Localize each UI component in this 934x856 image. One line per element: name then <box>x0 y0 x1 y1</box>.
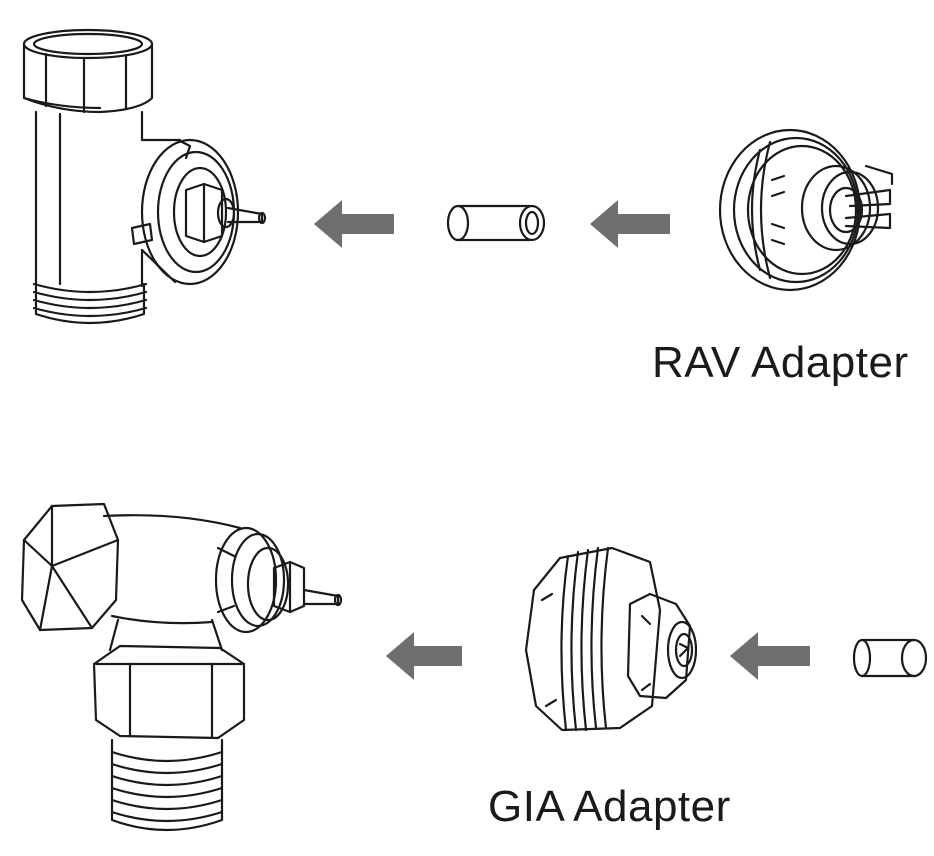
arrow-left-icon <box>314 200 394 248</box>
pin-insert-icon <box>852 638 928 678</box>
arrow-left-icon <box>730 632 810 680</box>
rav-adapter-label: RAV Adapter <box>652 338 909 387</box>
rav-adapter-icon <box>718 128 894 292</box>
arrow-left-icon <box>386 632 462 680</box>
gia-adapter-label: GIA Adapter <box>488 782 731 831</box>
gia-adapter-icon <box>524 546 698 732</box>
radiator-valve-angled-icon <box>20 502 343 832</box>
arrow-left-icon <box>590 200 670 248</box>
pin-insert-icon <box>446 204 546 242</box>
radiator-valve-straight-icon <box>22 28 267 325</box>
